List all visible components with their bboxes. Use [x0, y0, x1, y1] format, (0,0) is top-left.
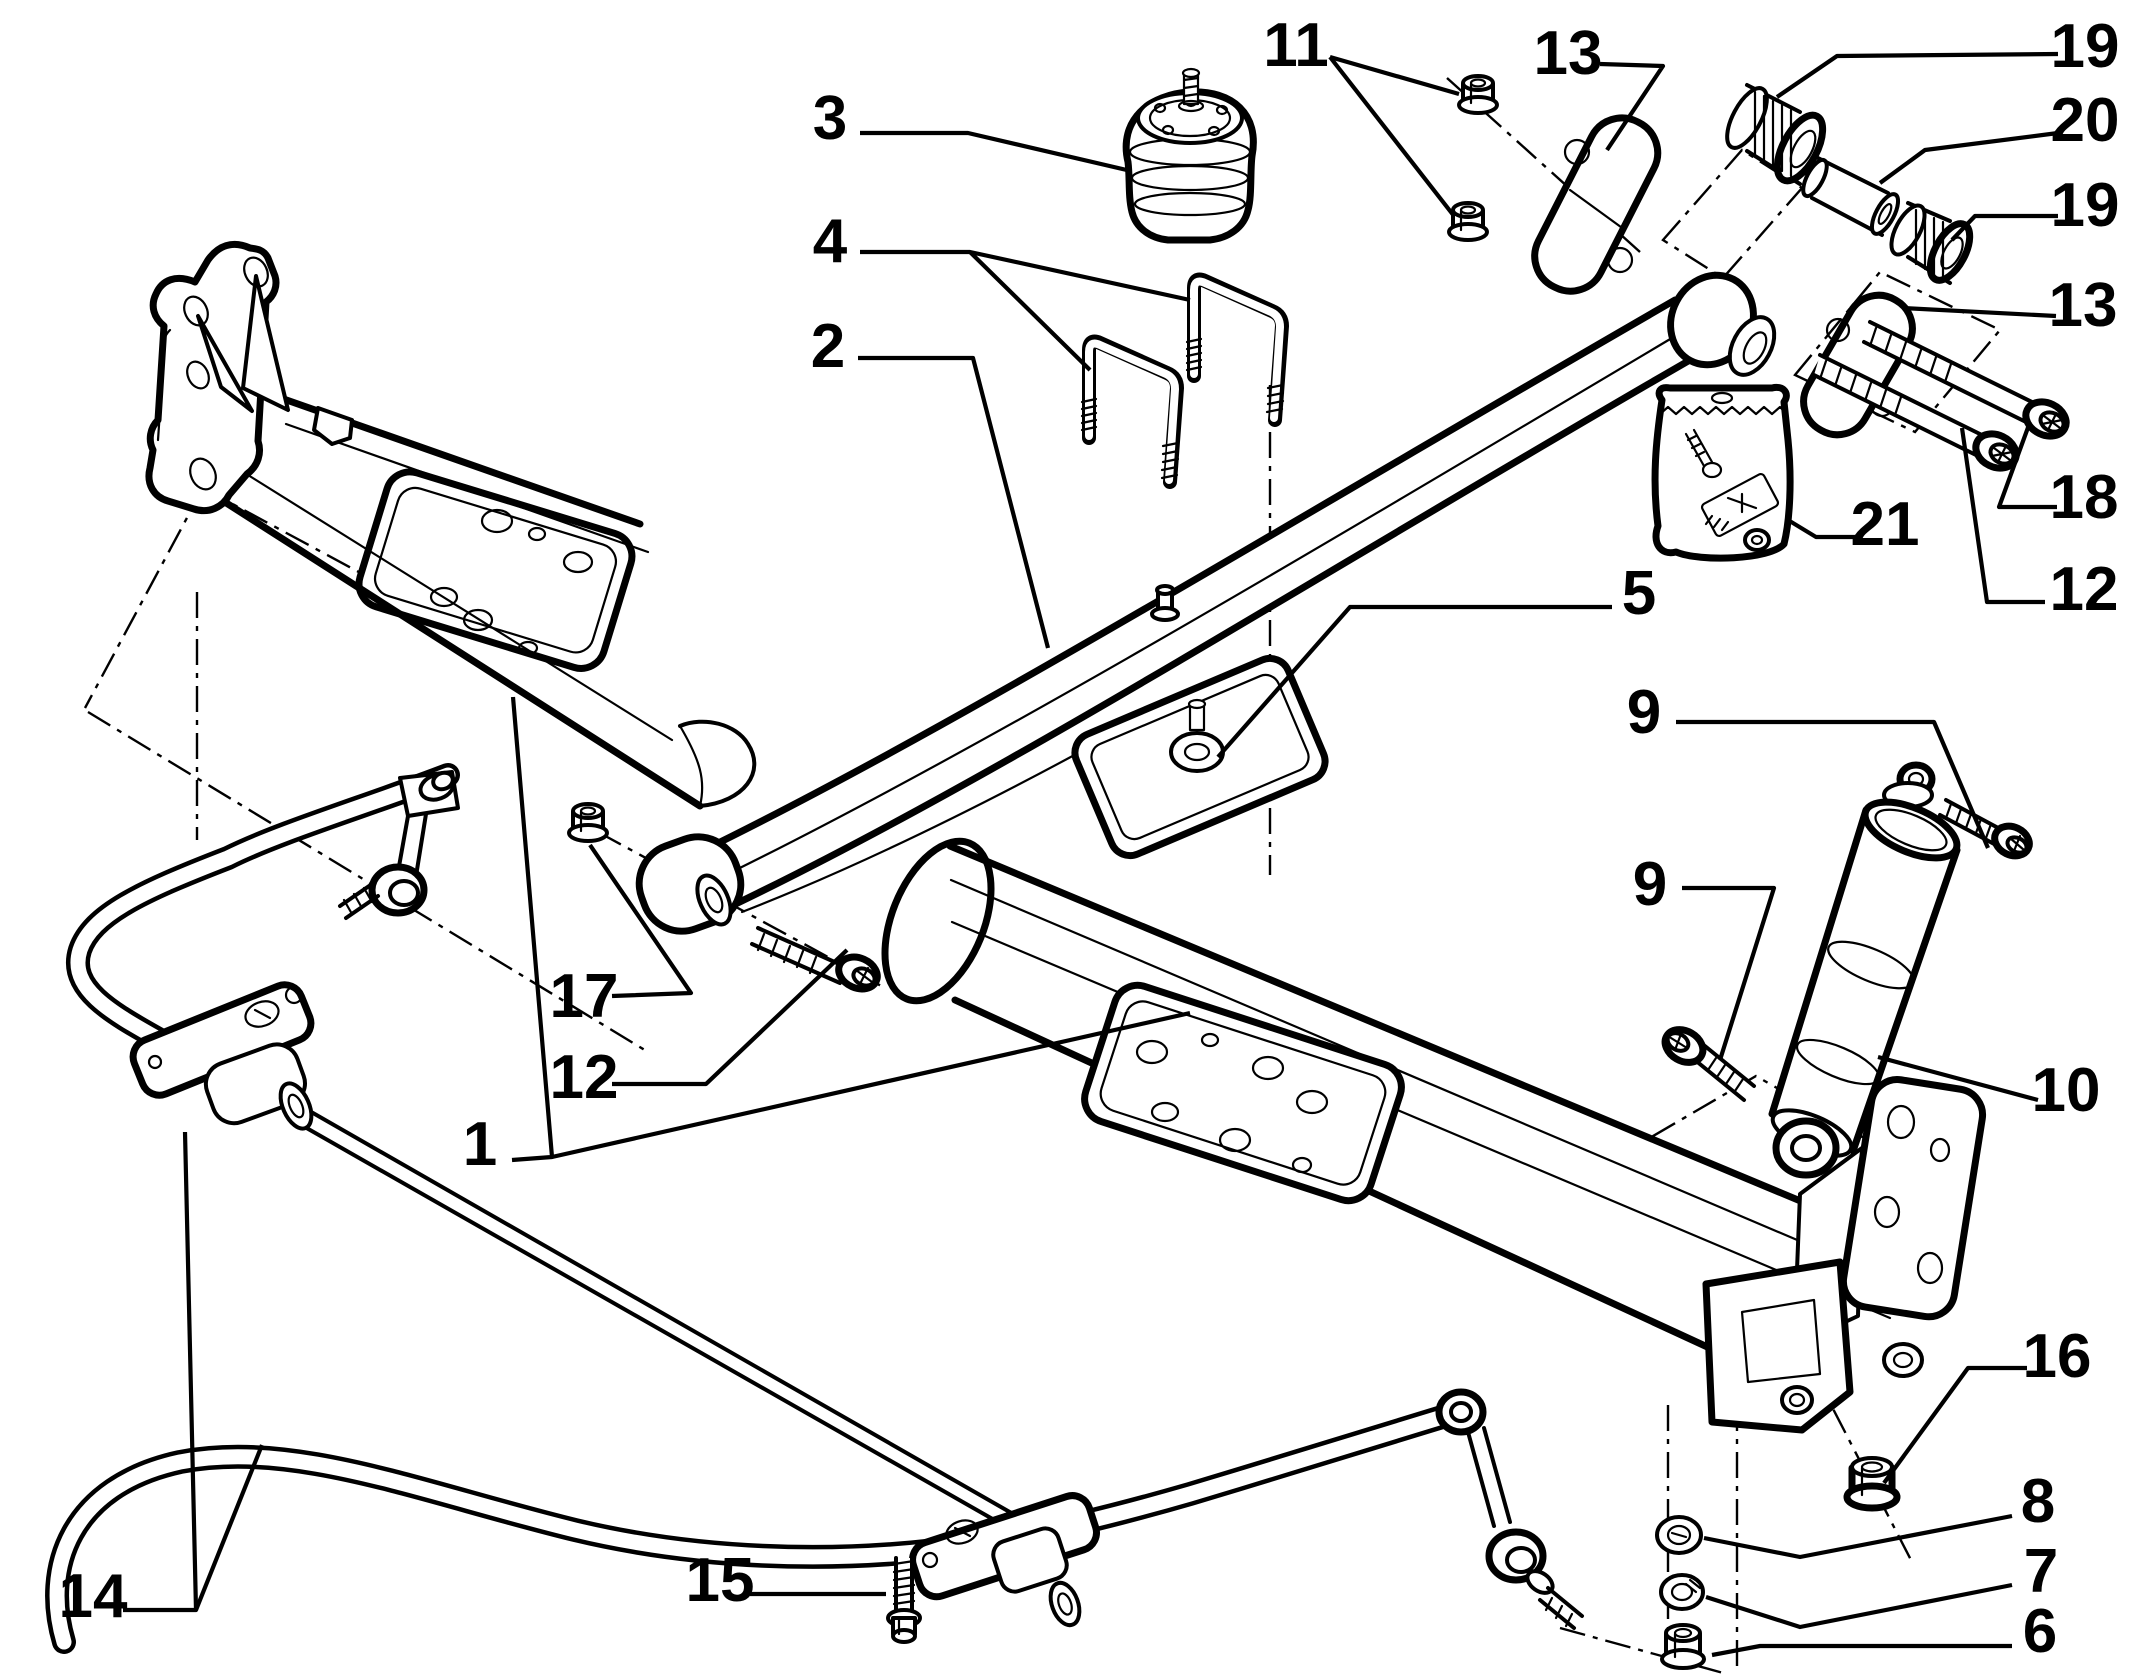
callout-7-leader [1705, 1582, 2013, 1630]
shock-absorber [1768, 761, 1961, 1179]
callout-18-leader [1996, 421, 2057, 510]
u-bolts [1080, 272, 1289, 489]
shock-mount-hook-bracket [1702, 1258, 1854, 1434]
callout-14-leader [194, 1444, 264, 1611]
callout-16-leader [1882, 1365, 2027, 1485]
gusset-strap [196, 314, 254, 413]
callout-19-leader [1950, 213, 2058, 242]
callout-4-leader [860, 249, 1191, 303]
spacer-pin-20 [1801, 156, 1901, 237]
axle-end-bracket-left [145, 241, 290, 515]
stabilizer-bar-shaft [294, 1120, 1056, 1556]
callout-8-label[interactable]: 8 [2021, 1467, 2055, 1536]
shackle-bolt-12 [1812, 353, 2020, 472]
clamp-bolt-15 [886, 1556, 922, 1644]
shock-bolt-lower [1661, 1026, 1756, 1102]
spring-center-bolt [1150, 584, 1180, 622]
callout-17-label[interactable]: 17 [550, 962, 619, 1031]
axle-front-view [145, 241, 757, 810]
callout-13-leader [1902, 305, 2057, 319]
callout-11-leader [1329, 54, 1460, 97]
nut-11-lower [1447, 201, 1489, 242]
callout-9-leader [1676, 719, 1990, 849]
shackle-plate-outer [1531, 114, 1662, 295]
callout-13-leader [1599, 61, 1666, 152]
callout-2-label[interactable]: 2 [811, 312, 845, 381]
callout-9-leader [1682, 885, 1777, 1061]
callout-15-label[interactable]: 15 [686, 1546, 755, 1615]
callout-21-leader [1786, 518, 1858, 540]
callout-6-label[interactable]: 6 [2023, 1597, 2057, 1666]
callout-6-leader [1711, 1643, 2012, 1658]
callout-3-leader [860, 130, 1132, 174]
callout-12-leader [1959, 427, 2045, 605]
callout-10-leader [1877, 1054, 2039, 1103]
callout-1-leader [551, 1010, 1191, 1160]
callout-9-label[interactable]: 9 [1627, 678, 1661, 747]
washer-8 [1655, 1515, 1703, 1555]
callout-2-leader [858, 355, 1051, 649]
stabilizer-link-lower [1435, 1388, 1584, 1630]
callout-1-leader [510, 696, 555, 1163]
callout-19-leader [1775, 51, 2059, 99]
stabilizer-clamp-right [909, 1492, 1100, 1628]
callout-13-label[interactable]: 13 [2049, 271, 2118, 340]
callout-14-label[interactable]: 14 [59, 1562, 128, 1631]
callout-19-label[interactable]: 19 [2051, 12, 2120, 81]
bushing-19-inner [1889, 201, 1974, 285]
callout-21-label[interactable]: 21 [1851, 490, 1920, 559]
axle-rear-view [881, 837, 1987, 1434]
callout-9-label[interactable]: 9 [1633, 850, 1667, 919]
callout-13-label[interactable]: 13 [1534, 19, 1603, 88]
nut-11-upper [1457, 74, 1499, 115]
gusset-strap [241, 274, 290, 412]
callout-12-leader [612, 948, 849, 1087]
beam-stop-bracket [312, 406, 354, 446]
callout-4-label[interactable]: 4 [813, 207, 848, 276]
callout-4-leader [968, 250, 1092, 372]
shackle-bolt-18 [1862, 320, 2070, 440]
callout-1-label[interactable]: 1 [463, 1110, 497, 1179]
stabilizer-clamp-left [129, 981, 315, 1131]
spring-washer-7 [1659, 1573, 1705, 1611]
callout-20-label[interactable]: 20 [2051, 86, 2120, 155]
callout-7-label[interactable]: 7 [2024, 1537, 2058, 1606]
callout-20-leader [1878, 130, 2059, 185]
axle-end-bracket-right [1702, 1076, 1987, 1434]
callout-18-label[interactable]: 18 [2050, 463, 2119, 532]
stabilizer-bar-assembly [45, 763, 1584, 1654]
callout-8-leader [1703, 1513, 2013, 1560]
callout-17-leader [588, 843, 694, 999]
axle-seat-plate-front [355, 468, 636, 672]
bump-stop-buffer [1122, 67, 1257, 244]
callout-14-leader [123, 1131, 199, 1613]
leaf-spring [635, 271, 1777, 935]
axle-seat-plate-rear [1081, 981, 1405, 1205]
callout-5-leader [1216, 604, 1612, 759]
callout-10-label[interactable]: 10 [2032, 1056, 2101, 1125]
nut-17 [567, 802, 609, 843]
callout-12-label[interactable]: 12 [550, 1043, 619, 1112]
callout-12-label[interactable]: 12 [2050, 555, 2119, 624]
stabilizer-bar-lower [45, 1402, 1464, 1654]
spring-front-eye [635, 833, 745, 935]
nut-6 [1660, 1623, 1706, 1670]
shackle-cluster [1447, 74, 2070, 472]
nut-16 [1843, 1456, 1901, 1512]
stabilizer-link-upper [338, 770, 460, 920]
axle-beam-front [202, 393, 757, 810]
bushing-19-outer [1725, 83, 1827, 186]
callout-16-label[interactable]: 16 [2023, 1322, 2092, 1391]
callout-19-label[interactable]: 19 [2051, 171, 2120, 240]
parts-kit-bag [1651, 383, 1794, 562]
callout-3-label[interactable]: 3 [813, 84, 847, 153]
callout-11-leader [1328, 55, 1456, 218]
callout-5-label[interactable]: 5 [1622, 559, 1656, 628]
spring-rear-eye [1667, 271, 1777, 377]
spring-eye-bolt-12 [750, 926, 881, 993]
callout-11-label[interactable]: 11 [1263, 11, 1329, 80]
